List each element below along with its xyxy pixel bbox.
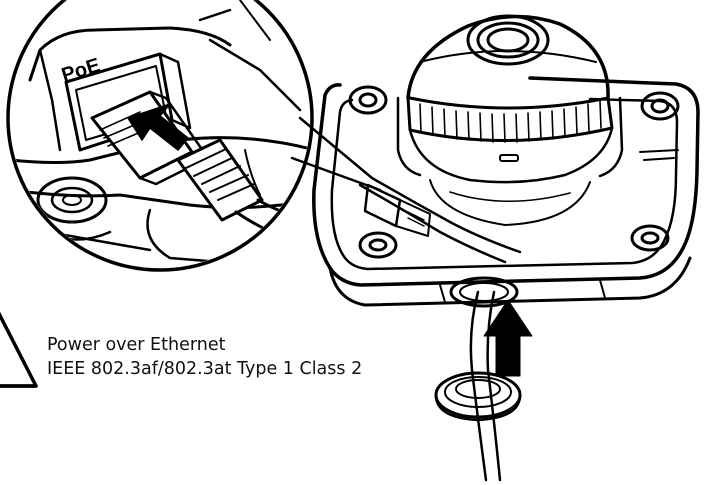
caption-line-2: IEEE 802.3af/802.3at Type 1 Class 2: [47, 359, 363, 379]
caption-line-1: Power over Ethernet: [47, 335, 226, 355]
screw-hole-top-right: [640, 91, 680, 121]
camera-assembly: [312, 14, 700, 308]
cable-grommet: [434, 371, 522, 422]
screw-hole-bottom-right: [630, 224, 670, 252]
screw-hole-bottom-left: [358, 231, 398, 259]
warning-triangle-icon: [0, 311, 38, 388]
screw-hole-top-left: [348, 85, 388, 115]
zoom-callout: PoE: [6, 0, 382, 272]
network-cable: [469, 290, 502, 482]
caption: Power over Ethernet IEEE 802.3af/802.3at…: [47, 333, 362, 381]
arrow-icon: [127, 103, 189, 151]
rj45-connector-inside: [363, 183, 431, 237]
camera-dome: [396, 14, 624, 226]
up-arrow-icon: [483, 299, 533, 377]
